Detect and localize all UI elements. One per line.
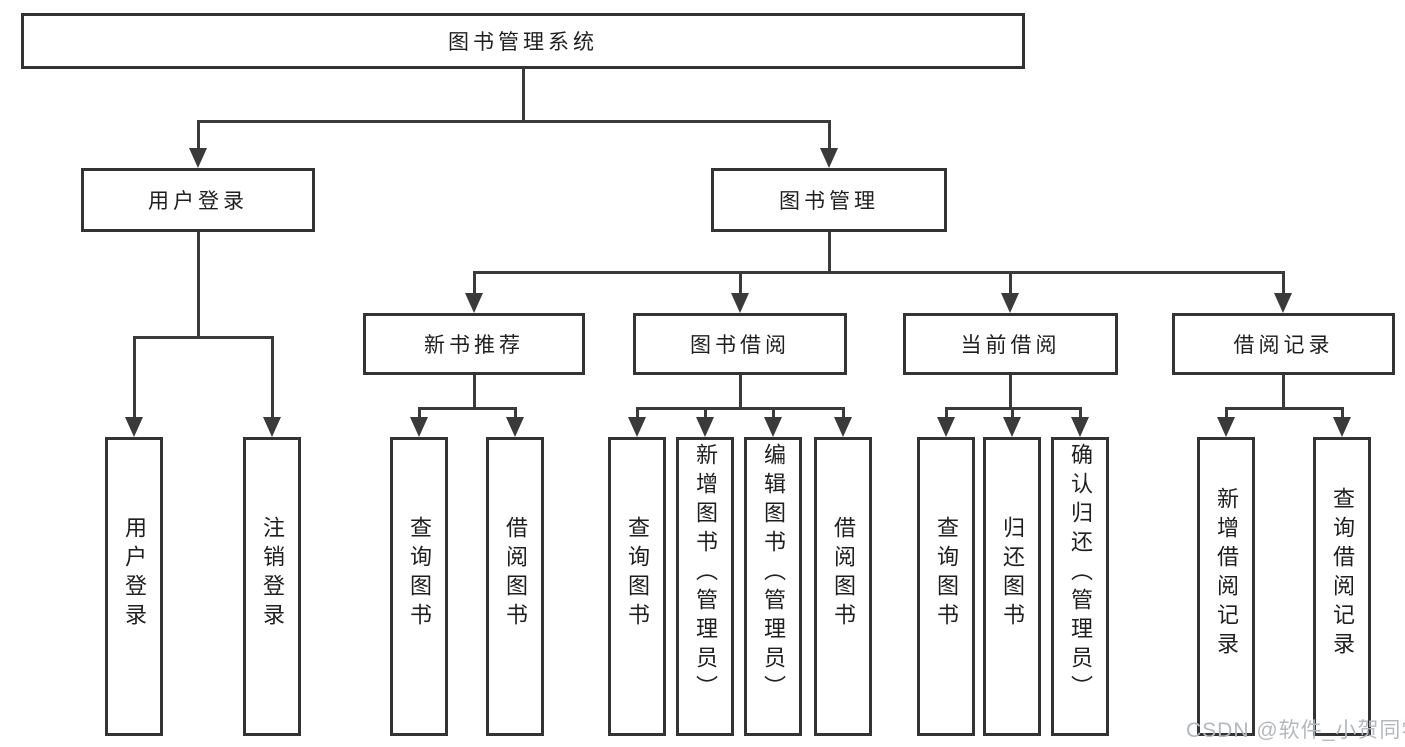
arrow-down-icon — [125, 417, 143, 437]
node-borrowing-records-label: 借阅记录 — [1233, 334, 1334, 357]
arrow-down-icon — [696, 417, 714, 437]
node-book-borrowing: 图书借阅 — [633, 313, 847, 375]
leaf-query-books-recommend-label: 查询图书 — [407, 515, 432, 632]
arrow-down-icon — [1003, 417, 1021, 437]
node-new-book-recommend-label: 新书推荐 — [424, 334, 524, 357]
leaf-edit-book-admin-label: 编辑图书（管理员） — [761, 443, 786, 704]
connector-branch-line — [739, 271, 742, 303]
leaf-confirm-return-admin-label: 确认归还（管理员） — [1068, 443, 1093, 704]
arrow-down-icon — [764, 417, 782, 437]
node-book-management-label: 图书管理 — [779, 190, 879, 213]
arrow-down-icon — [189, 148, 207, 168]
connector-branch-line — [197, 120, 200, 158]
leaf-borrow-books-recommend-label: 借阅图书 — [503, 515, 528, 632]
leaf-confirm-return-admin: 确认归还（管理员） — [1051, 437, 1109, 736]
connector-stub-line — [197, 232, 200, 339]
leaf-borrow-books-borrowing-label: 借阅图书 — [831, 515, 856, 632]
node-user-login: 用户登录 — [81, 168, 315, 232]
connector-stub-line — [1282, 375, 1285, 410]
node-book-management: 图书管理 — [711, 168, 947, 232]
leaf-query-books-borrowing: 查询图书 — [608, 437, 666, 736]
node-current-borrowing: 当前借阅 — [903, 313, 1118, 375]
connector-branch-line — [271, 336, 274, 427]
leaf-add-book-admin-label: 新增图书（管理员） — [693, 443, 718, 704]
leaf-query-borrow-record: 查询借阅记录 — [1313, 437, 1371, 736]
arrow-down-icon — [263, 417, 281, 437]
connector-branch-line — [473, 271, 476, 303]
arrow-down-icon — [937, 417, 955, 437]
connector-stub-line — [1009, 375, 1012, 410]
arrow-down-icon — [1333, 417, 1351, 437]
node-current-borrowing-label: 当前借阅 — [960, 334, 1061, 357]
connector-stub-line — [522, 69, 525, 123]
node-root-library-system: 图书管理系统 — [21, 13, 1025, 69]
leaf-query-books-recommend: 查询图书 — [390, 437, 448, 736]
connector-stub-line — [828, 232, 831, 274]
leaf-user-login-label: 用户登录 — [122, 515, 147, 632]
leaf-add-borrow-record: 新增借阅记录 — [1197, 437, 1255, 736]
connector-rail-line — [133, 336, 274, 339]
connector-rail-line — [197, 120, 831, 123]
leaf-return-book: 归还图书 — [983, 437, 1041, 736]
arrow-down-icon — [506, 417, 524, 437]
arrow-down-icon — [1001, 293, 1019, 313]
arrow-down-icon — [834, 417, 852, 437]
leaf-logout: 注销登录 — [243, 437, 301, 736]
leaf-add-book-admin: 新增图书（管理员） — [676, 437, 734, 736]
arrow-down-icon — [731, 293, 749, 313]
arrow-down-icon — [1274, 293, 1292, 313]
watermark-text: CSDN @软件_小贺同学 — [1186, 719, 1405, 742]
leaf-return-book-label: 归还图书 — [1000, 515, 1025, 632]
connector-rail-line — [473, 271, 1285, 274]
arrow-down-icon — [1071, 417, 1089, 437]
arrow-down-icon — [410, 417, 428, 437]
connector-branch-line — [1282, 271, 1285, 303]
leaf-edit-book-admin: 编辑图书（管理员） — [744, 437, 802, 736]
leaf-query-books-current: 查询图书 — [917, 437, 975, 736]
node-root-label: 图书管理系统 — [448, 31, 598, 54]
arrow-down-icon — [1217, 417, 1235, 437]
connector-branch-line — [828, 120, 831, 158]
leaf-query-books-borrowing-label: 查询图书 — [625, 515, 650, 632]
arrow-down-icon — [465, 293, 483, 313]
connector-rail-line — [636, 407, 845, 410]
connector-branch-line — [133, 336, 136, 427]
connector-branch-line — [1009, 271, 1012, 303]
leaf-logout-label: 注销登录 — [260, 515, 285, 632]
node-user-login-label: 用户登录 — [148, 190, 248, 213]
connector-stub-line — [473, 375, 476, 410]
connector-rail-line — [418, 407, 517, 410]
leaf-borrow-books-recommend: 借阅图书 — [486, 437, 544, 736]
leaf-query-books-current-label: 查询图书 — [934, 515, 959, 632]
leaf-borrow-books-borrowing: 借阅图书 — [814, 437, 872, 736]
leaf-add-borrow-record-label: 新增借阅记录 — [1214, 486, 1239, 661]
node-borrowing-records: 借阅记录 — [1172, 313, 1395, 375]
leaf-query-borrow-record-label: 查询借阅记录 — [1330, 486, 1355, 661]
leaf-user-login: 用户登录 — [105, 437, 163, 736]
connector-rail-line — [1225, 407, 1344, 410]
node-new-book-recommend: 新书推荐 — [363, 313, 585, 375]
node-book-borrowing-label: 图书借阅 — [690, 334, 790, 357]
connector-stub-line — [739, 375, 742, 410]
arrow-down-icon — [628, 417, 646, 437]
arrow-down-icon — [820, 148, 838, 168]
